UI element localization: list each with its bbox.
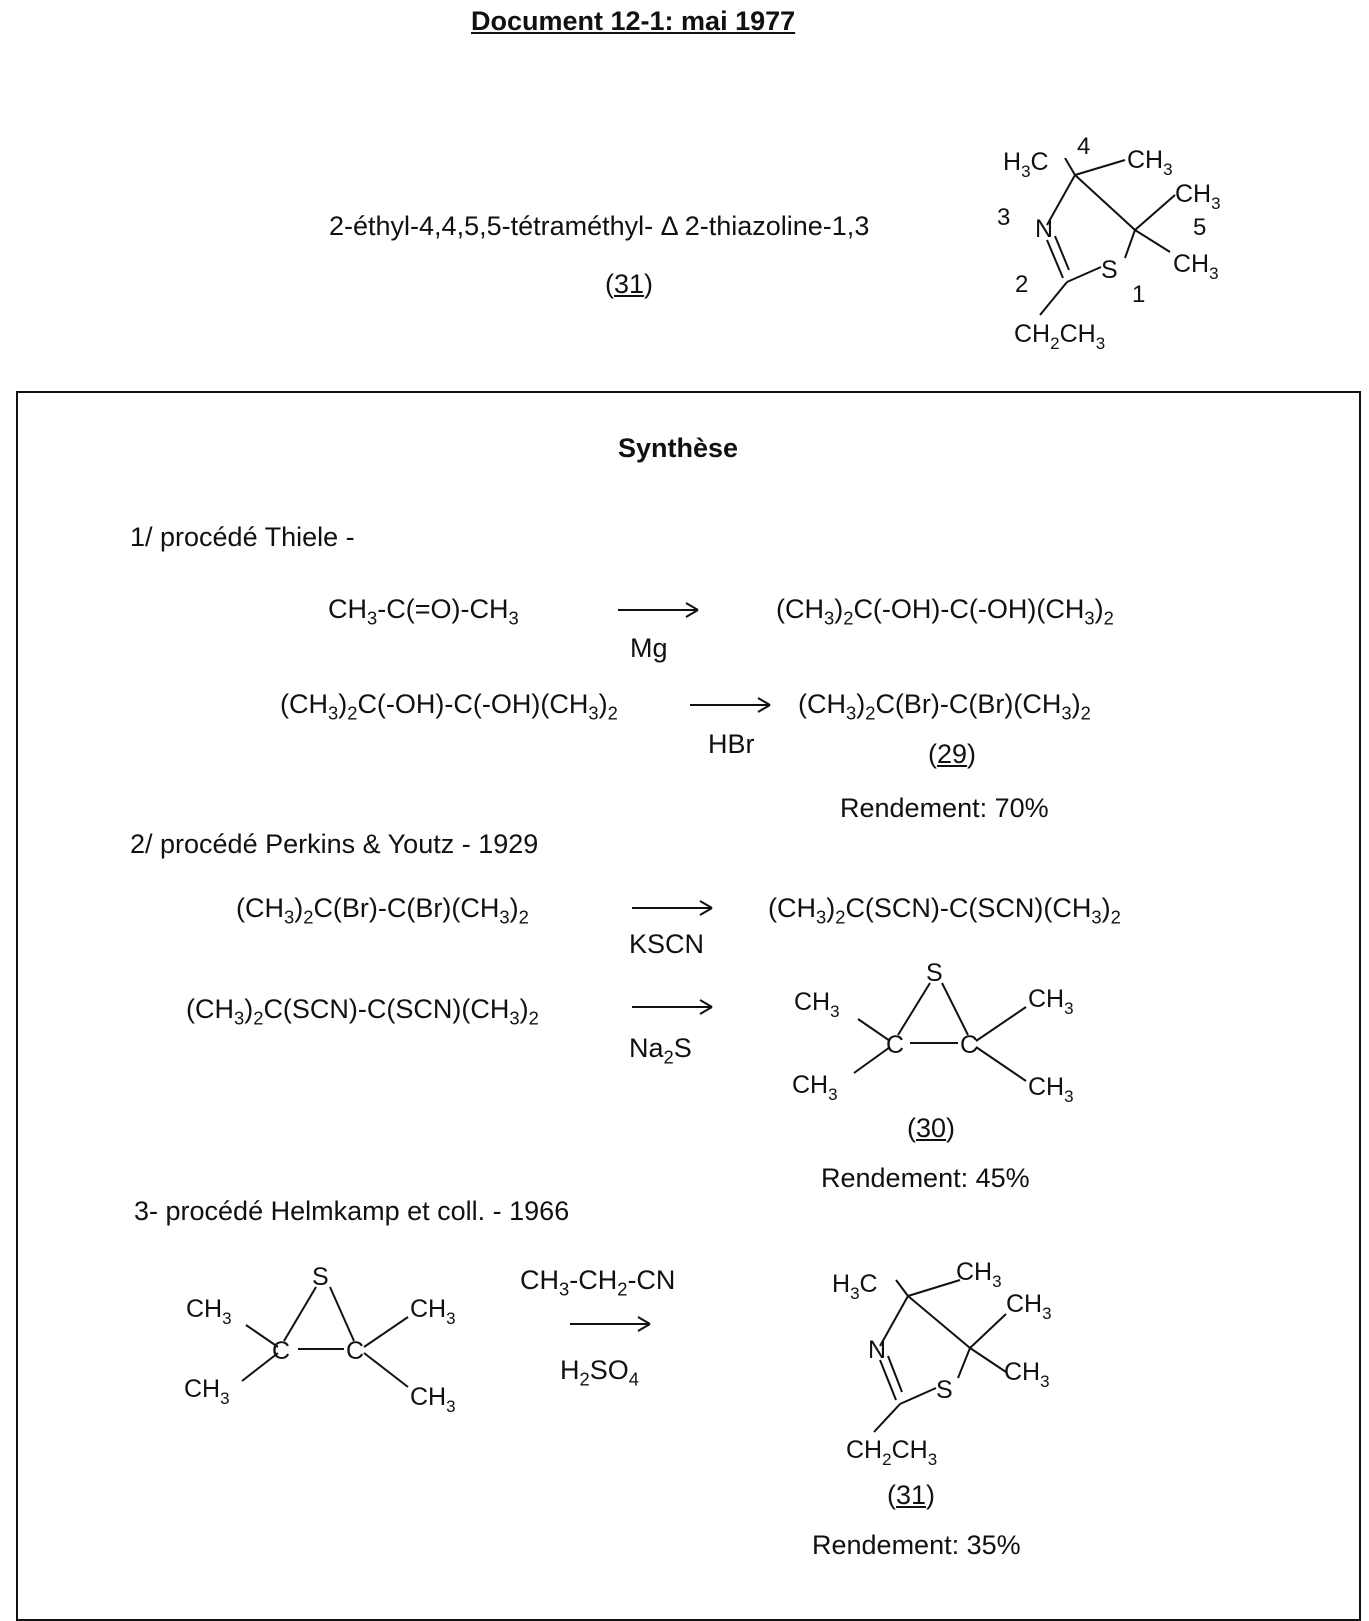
reaction-arrow bbox=[632, 999, 713, 1015]
atom-c-left: C bbox=[886, 1031, 904, 1059]
document-title: Document 12-1: mai 1977 bbox=[471, 6, 796, 36]
thiazoline-structure-product: H3C CH3 CH3 CH3 N S CH2CH3 bbox=[832, 1258, 1052, 1469]
step1-r2-reagent: HBr bbox=[708, 729, 755, 759]
label-ch3-br: CH3 bbox=[1028, 1073, 1074, 1106]
label-ethyl: CH2CH3 bbox=[846, 1436, 937, 1469]
label-ch3-a: CH3 bbox=[1127, 146, 1173, 179]
ref-30: (30) bbox=[907, 1113, 956, 1143]
ref-31-number: 31 bbox=[896, 1480, 927, 1510]
atom-c-right: C bbox=[960, 1031, 978, 1059]
label-ch3-b: CH3 bbox=[1006, 1290, 1052, 1323]
thiazoline-structure-top: H3C CH3 CH3 CH3 N S CH2CH3 4 3 5 2 1 bbox=[997, 133, 1221, 353]
thiirane-structure-start: S C C CH3 CH3 CH3 CH3 bbox=[184, 1263, 456, 1416]
ring-number-2: 2 bbox=[1015, 271, 1028, 298]
compound-name: 2-éthyl-4,4,5,5-tétraméthyl- Δ 2-thiazol… bbox=[329, 211, 869, 242]
label-ch3-c: CH3 bbox=[1173, 250, 1219, 283]
label-h3c: H3C bbox=[832, 1270, 878, 1303]
ref-29-number: 29 bbox=[937, 739, 968, 769]
atom-n: N bbox=[1035, 215, 1053, 243]
compound-ref-number: 31 bbox=[614, 269, 645, 299]
atom-c-left: C bbox=[272, 1337, 290, 1365]
ring-number-5: 5 bbox=[1193, 214, 1206, 241]
step1-r1-right: (CH3)2C(-OH)-C(-OH)(CH3)2 bbox=[776, 594, 1114, 629]
step1-r1-reagent: Mg bbox=[630, 633, 668, 663]
step2-r1-reagent: KSCN bbox=[629, 929, 705, 959]
step3-reagent-top: CH3-CH2-CN bbox=[520, 1265, 676, 1300]
label-ch3-bl: CH3 bbox=[184, 1375, 230, 1408]
ref-29: (29) bbox=[928, 739, 977, 769]
atom-s: S bbox=[1101, 256, 1118, 284]
section-title: Synthèse bbox=[618, 433, 739, 463]
step2-r2-reagent: Na2S bbox=[629, 1033, 692, 1068]
step1-yield: Rendement: 70% bbox=[840, 793, 1049, 823]
step1-r2-left: (CH3)2C(-OH)-C(-OH)(CH3)2 bbox=[280, 689, 618, 724]
step3-heading: 3- procédé Helmkamp et coll. - 1966 bbox=[134, 1196, 570, 1226]
label-ch3-tr: CH3 bbox=[1028, 985, 1074, 1018]
reaction-arrow bbox=[618, 602, 699, 618]
step2-r2-left: (CH3)2C(SCN)-C(SCN)(CH3)2 bbox=[186, 994, 539, 1029]
atom-s: S bbox=[926, 959, 943, 987]
label-ch3-tl: CH3 bbox=[794, 988, 840, 1021]
atom-c-right: C bbox=[346, 1337, 364, 1365]
compound-ref: (31) bbox=[605, 269, 654, 299]
ring-number-4: 4 bbox=[1077, 133, 1090, 160]
step2-heading: 2/ procédé Perkins & Youtz - 1929 bbox=[130, 829, 539, 859]
ring-number-1: 1 bbox=[1132, 281, 1145, 308]
compound-name-suffix: 2-thiazoline-1,3 bbox=[684, 211, 870, 241]
reaction-arrow bbox=[632, 900, 713, 916]
thiirane-structure: S C C CH3 CH3 CH3 CH3 bbox=[792, 959, 1074, 1106]
atom-s: S bbox=[312, 1263, 329, 1291]
atom-s: S bbox=[936, 1376, 953, 1404]
reaction-arrow bbox=[570, 1316, 651, 1332]
step1-r2-right: (CH3)2C(Br)-C(Br)(CH3)2 bbox=[798, 689, 1091, 724]
label-ch3-c: CH3 bbox=[1004, 1358, 1050, 1391]
step2-r1-left: (CH3)2C(Br)-C(Br)(CH3)2 bbox=[236, 893, 529, 928]
step2-r1-right: (CH3)2C(SCN)-C(SCN)(CH3)2 bbox=[768, 893, 1121, 928]
delta-symbol: Δ bbox=[660, 211, 678, 241]
label-ch3-tr: CH3 bbox=[410, 1295, 456, 1328]
label-ch3-tl: CH3 bbox=[186, 1295, 232, 1328]
step1-heading: 1/ procédé Thiele - bbox=[130, 522, 355, 552]
label-ch3-br: CH3 bbox=[410, 1383, 456, 1416]
label-ethyl: CH2CH3 bbox=[1014, 320, 1105, 353]
step2-yield: Rendement: 45% bbox=[821, 1163, 1030, 1193]
ref-31: (31) bbox=[887, 1480, 936, 1510]
step3-reagent-bottom: H2SO4 bbox=[560, 1355, 639, 1390]
label-ch3-a: CH3 bbox=[956, 1258, 1002, 1291]
label-ch3-b: CH3 bbox=[1175, 180, 1221, 213]
ring-number-3: 3 bbox=[997, 204, 1010, 231]
compound-name-prefix: 2-éthyl-4,4,5,5-tétraméthyl- bbox=[329, 211, 654, 241]
label-ch3-bl: CH3 bbox=[792, 1071, 838, 1104]
atom-n: N bbox=[868, 1336, 886, 1364]
ref-30-number: 30 bbox=[916, 1113, 947, 1143]
label-h3c: H3C bbox=[1003, 148, 1049, 181]
reaction-arrow bbox=[690, 697, 771, 713]
step1-r1-left: CH3-C(=O)-CH3 bbox=[328, 594, 519, 629]
step3-yield: Rendement: 35% bbox=[812, 1530, 1021, 1560]
ring-bonds bbox=[1039, 157, 1176, 316]
